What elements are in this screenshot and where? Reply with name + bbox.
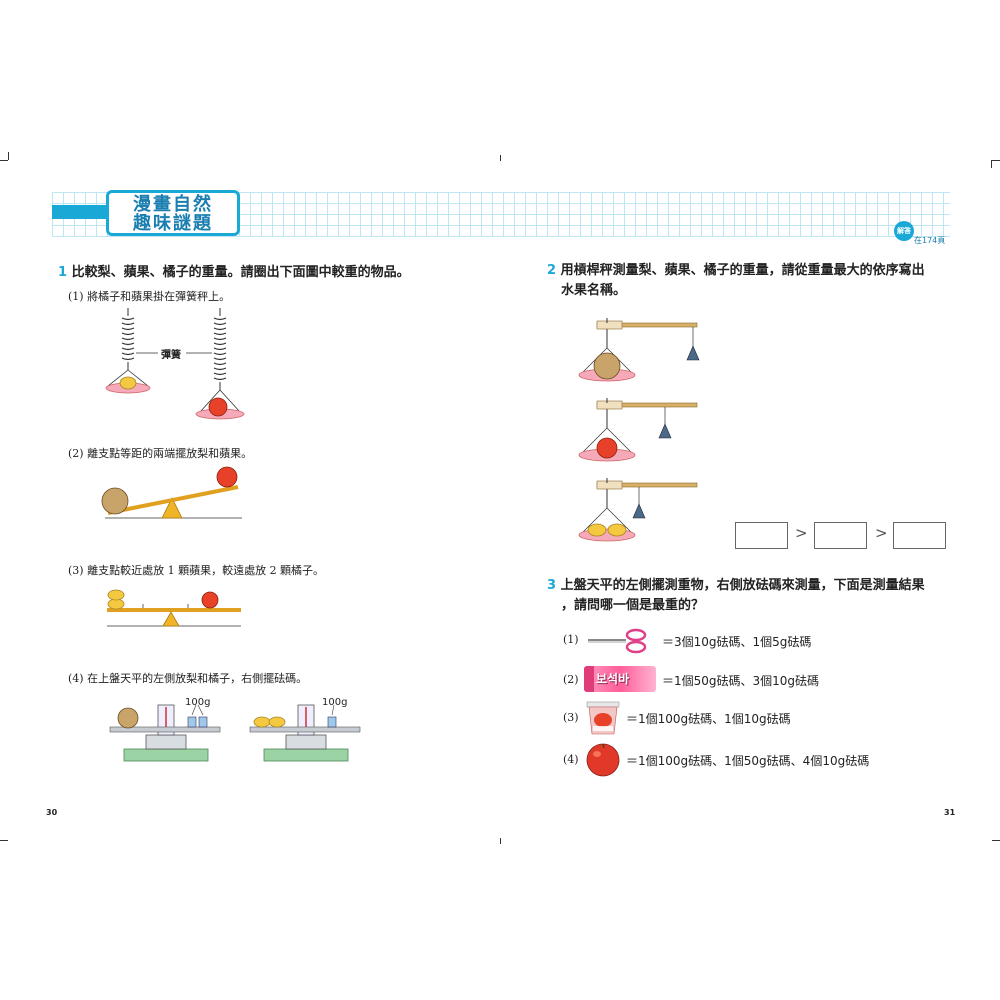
weight-block <box>327 716 337 728</box>
answer-box-2[interactable] <box>814 522 867 549</box>
orange-fruit <box>253 716 271 728</box>
item-3-result: ＝1個100g砝碼、1個10g砝碼 <box>626 712 791 726</box>
sub-question-2: (2) 離支點等距的兩端擺放梨和蘋果。 <box>68 447 253 460</box>
scissors-icon <box>588 628 647 654</box>
orange-fruit <box>119 376 137 390</box>
answer-page-ref: 在174頁 <box>914 236 946 245</box>
header-title-box: 漫畫自然 趣味謎題 <box>106 190 240 236</box>
crop-mark <box>992 160 1000 161</box>
weight-block <box>187 716 197 728</box>
weight-label-b: 100g <box>322 697 348 708</box>
orange-fruit <box>268 716 286 728</box>
question-1-text: 比較梨、蘋果、橘子的重量。請圈出下面圖中較重的物品。 <box>71 265 410 280</box>
spring-scale-illustration <box>105 308 245 420</box>
greater-than-2: > <box>875 524 888 542</box>
spring-left <box>105 308 151 394</box>
crop-mark <box>0 840 8 841</box>
orange-fruit <box>587 523 607 537</box>
sub-question-1: (1) 將橘子和蘋果掛在彈簧秤上。 <box>68 290 231 303</box>
spring-right <box>195 308 245 420</box>
answer-badge: 解答 <box>894 221 914 241</box>
pear-fruit <box>593 352 621 380</box>
orange-fruit <box>607 523 627 537</box>
item-2-number: (2) <box>563 673 579 686</box>
item-3-number: (3) <box>563 711 579 724</box>
header-title-line2: 趣味謎題 <box>133 213 213 234</box>
header-title-line1: 漫畫自然 <box>133 194 213 215</box>
page-number-left: 30 <box>46 808 58 817</box>
apple-fruit <box>201 591 219 609</box>
crop-mark <box>0 160 8 161</box>
snack-bar-image: 보석바 <box>584 666 656 692</box>
question-1-number: 1 <box>58 265 68 280</box>
apple-fruit <box>216 466 238 488</box>
crop-mark <box>500 838 501 844</box>
item-4-result: ＝1個100g砝碼、1個50g砝碼、4個10g砝碼 <box>626 754 870 768</box>
orange-fruit <box>107 598 125 610</box>
yogurt-cup-icon <box>586 701 620 735</box>
question-2-text-line1: 用槓桿秤測量梨、蘋果、橘子的重量，請從重量最大的依序寫出 <box>560 263 925 278</box>
steelyard-apple <box>578 398 698 462</box>
question-3: 3 上盤天平的左側擺測重物，右側放砝碼來測量，下面是測量結果 ，請問哪一個是最重… <box>547 576 925 616</box>
seesaw-pear-apple <box>101 466 242 519</box>
balance-scale-oranges <box>249 704 361 762</box>
apple-fruit <box>208 397 228 417</box>
weight-label-a: 100g <box>185 697 211 708</box>
sub-question-3: (3) 離支點較近處放 1 顆蘋果，較遠處放 2 顆橘子。 <box>68 564 325 577</box>
crop-mark <box>991 160 992 168</box>
question-2: 2 用槓桿秤測量梨、蘋果、橘子的重量，請從重量最大的依序寫出 水果名稱。 <box>547 261 925 301</box>
pear-fruit <box>101 487 129 515</box>
crop-mark <box>500 155 501 161</box>
question-3-text-line1: 上盤天平的左側擺測重物，右側放砝碼來測量，下面是測量結果 <box>560 578 925 593</box>
question-2-number: 2 <box>547 263 557 278</box>
snack-wrapper-edge <box>584 666 594 692</box>
pear-fruit <box>117 707 139 729</box>
balance-scale-pear <box>109 704 221 762</box>
answer-box-3[interactable] <box>893 522 946 549</box>
question-1: 1 比較梨、蘋果、橘子的重量。請圈出下面圖中較重的物品。 <box>58 261 410 280</box>
header-accent-bar <box>52 205 112 219</box>
apple-fruit <box>596 437 618 459</box>
spring-label: 彈簧 <box>161 350 181 361</box>
crop-mark <box>992 840 1000 841</box>
question-3-text-line2: ，請問哪一個是最重的？ <box>561 598 705 613</box>
answer-box-1[interactable] <box>735 522 788 549</box>
item-4-number: (4) <box>563 753 579 766</box>
sub-question-4: (4) 在上盤天平的左側放梨和橘子，右側擺砝碼。 <box>68 672 308 685</box>
question-3-number: 3 <box>547 578 557 593</box>
question-2-text-line2: 水果名稱。 <box>561 283 627 298</box>
snack-bar-label: 보석바 <box>596 672 630 686</box>
weight-block <box>198 716 208 728</box>
apple-icon <box>586 743 620 777</box>
seesaw-apple-oranges <box>107 589 241 627</box>
steelyard-pear <box>578 318 700 382</box>
greater-than-1: > <box>795 524 808 542</box>
steelyard-oranges <box>578 478 698 542</box>
page-number-right: 31 <box>944 808 956 817</box>
item-1-result: ＝3個10g砝碼、1個5g砝碼 <box>662 635 812 649</box>
item-1-number: (1) <box>563 633 579 646</box>
item-2-result: ＝1個50g砝碼、3個10g砝碼 <box>662 674 820 688</box>
orange-fruit <box>107 589 125 601</box>
crop-mark <box>8 152 9 160</box>
